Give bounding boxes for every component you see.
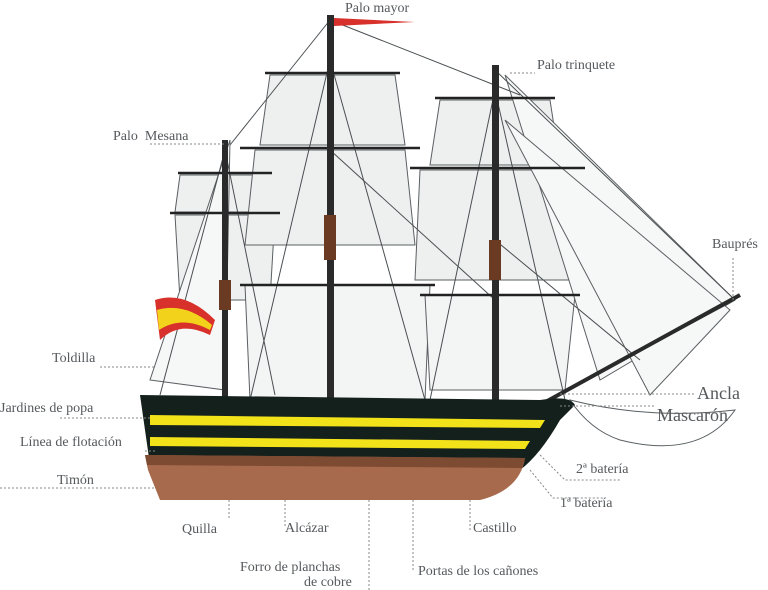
label-alcazar: Alcázar: [285, 521, 329, 536]
pennant: [334, 18, 415, 26]
label-1a-bateria: 1ª batería: [560, 496, 613, 511]
label-linea-de-flotacion: Línea de flotación: [20, 435, 122, 450]
label-toldilla: Toldilla: [52, 351, 96, 366]
label-timon: Timón: [57, 473, 94, 488]
hull: [140, 395, 575, 500]
sails: [149, 74, 737, 447]
label-jardines-de-popa: Jardines de popa: [0, 401, 94, 416]
label-ancla: Ancla: [697, 383, 740, 403]
label-palo-trinquete: Palo trinquete: [537, 58, 616, 73]
label-castillo: Castillo: [473, 521, 517, 536]
label-portas-de-los-canones: Portas de los cañones: [418, 564, 539, 579]
label-forro-line2: de cobre: [304, 575, 352, 590]
spanish-flag: [155, 297, 215, 340]
label-baupres: Bauprés: [712, 237, 758, 252]
label-palo-mesana: Palo Mesana: [113, 129, 189, 144]
masts: [219, 15, 741, 407]
label-mascaron: Mascarón: [657, 405, 728, 425]
label-quilla: Quilla: [182, 522, 217, 537]
label-forro-line1: Forro de planchas: [240, 560, 341, 575]
label-2a-bateria: 2ª batería: [576, 462, 629, 477]
leader-lines: [0, 72, 734, 590]
label-palo-mayor: Palo mayor: [345, 1, 410, 16]
